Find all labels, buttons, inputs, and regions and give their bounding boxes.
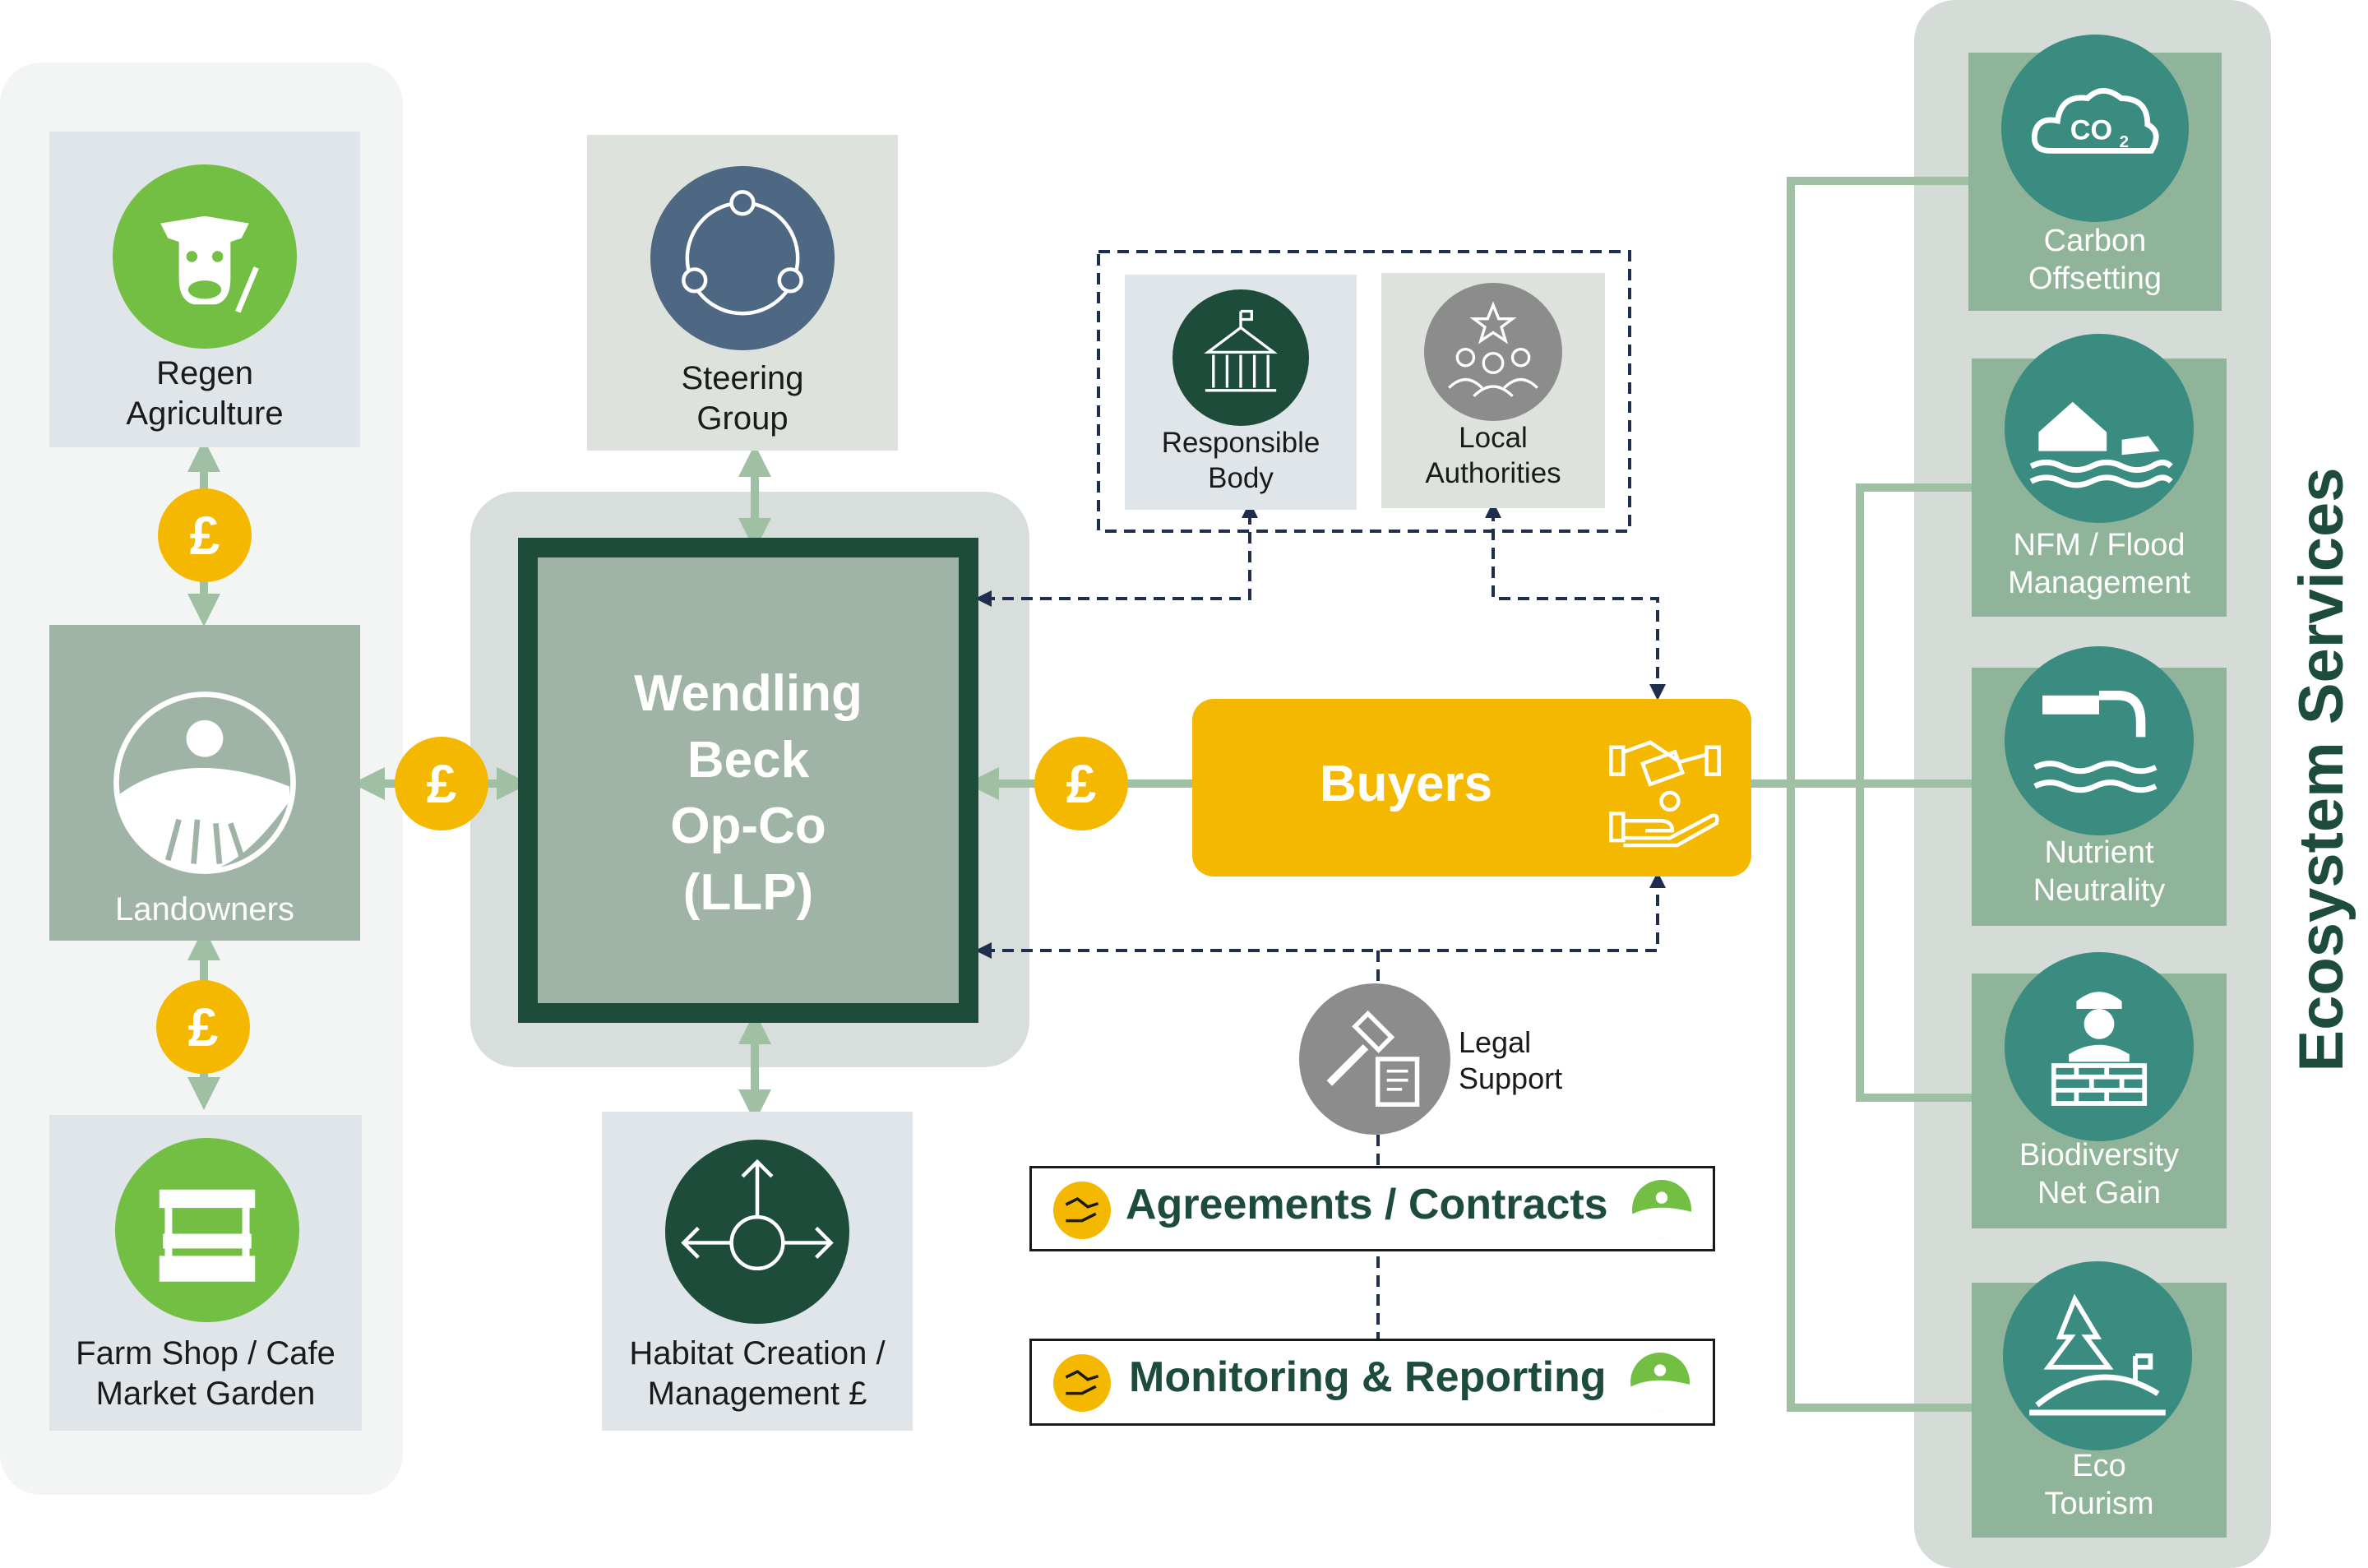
service-biodiversity: Biodiversity Net Gain bbox=[1972, 952, 2227, 1228]
government-building-icon bbox=[1172, 289, 1309, 426]
market-stall-icon bbox=[115, 1138, 299, 1322]
builder-icon bbox=[2005, 952, 2194, 1141]
opco-node: Wendling Beck Op-Co (LLP) bbox=[518, 538, 978, 1023]
monitoring-label: Monitoring & Reporting bbox=[1129, 1353, 1607, 1401]
forest-hill-icon bbox=[2003, 1261, 2192, 1450]
agreements-banner: Agreements / Contracts bbox=[1029, 1166, 1715, 1251]
community-icon bbox=[1424, 283, 1562, 421]
svg-text:2: 2 bbox=[2120, 132, 2129, 151]
landscape-badge-icon bbox=[1632, 1180, 1691, 1239]
pound-coin-farmshop: £ bbox=[156, 980, 250, 1074]
local-authorities-label: Local Authorities bbox=[1425, 422, 1561, 489]
people-circle-icon bbox=[650, 166, 835, 350]
habitat-label: Habitat Creation / Management £ bbox=[629, 1335, 886, 1412]
habitat-node: Habitat Creation / Management £ bbox=[602, 1112, 913, 1431]
landowners-label: Landowners bbox=[115, 891, 294, 927]
service-ecotourism-label: Eco Tourism bbox=[2044, 1449, 2154, 1522]
service-nutrient-label: Nutrient Neutrality bbox=[2033, 835, 2166, 909]
agreements-label: Agreements / Contracts bbox=[1126, 1181, 1608, 1228]
landscape-badge-icon bbox=[1630, 1353, 1690, 1412]
opco-label: Wendling Beck Op-Co (LLP) bbox=[634, 665, 863, 921]
farm-shop-label: Farm Shop / Cafe Market Garden bbox=[76, 1335, 335, 1412]
regen-agriculture-node: Regen Agriculture bbox=[49, 132, 360, 447]
authorities-dashed-group bbox=[1097, 250, 1631, 533]
handshake-coin-icon bbox=[1053, 1182, 1111, 1239]
legal-support-label: Legal Support bbox=[1459, 1025, 1563, 1095]
water-pipe-icon bbox=[2005, 646, 2194, 835]
cow-icon bbox=[113, 164, 297, 349]
steering-group-node: Steering Group bbox=[587, 135, 898, 451]
co2-cloud-icon: CO 2 bbox=[2001, 35, 2189, 222]
ecosystem-services-title: Ecosystem Services bbox=[2286, 457, 2360, 1082]
svg-text:CO: CO bbox=[2070, 115, 2112, 146]
flood-house-icon bbox=[2005, 334, 2194, 523]
steering-group-label: Steering Group bbox=[681, 360, 804, 437]
service-flood: NFM / Flood Management bbox=[1972, 334, 2227, 617]
gavel-icon bbox=[1299, 983, 1450, 1135]
landowners-node: Landowners bbox=[49, 625, 360, 941]
landscape-icon bbox=[113, 691, 296, 874]
flood-bracket bbox=[1856, 483, 1973, 1102]
service-flood-label: NFM / Flood Management bbox=[2008, 528, 2190, 601]
handshake-icon bbox=[1609, 740, 1721, 848]
regen-agriculture-label: Regen Agriculture bbox=[126, 355, 284, 432]
ecosystem-services-title-text: Ecosystem Services bbox=[2287, 467, 2356, 1072]
pound-coin-regen: £ bbox=[158, 488, 252, 582]
buyers-label: Buyers bbox=[1319, 756, 1493, 812]
money-flow-icon bbox=[665, 1140, 849, 1324]
monitoring-banner: Monitoring & Reporting bbox=[1029, 1339, 1715, 1426]
service-carbon: CO 2 Carbon Offsetting bbox=[1968, 35, 2222, 311]
opco-responsible-link bbox=[975, 502, 1258, 607]
local-authorities-node: Local Authorities bbox=[1381, 273, 1605, 508]
service-nutrient: Nutrient Neutrality bbox=[1972, 646, 2227, 926]
handshake-coin-icon bbox=[1053, 1354, 1111, 1412]
pound-coin-buyers: £ bbox=[1034, 737, 1128, 830]
local-buyers-link bbox=[1485, 502, 1666, 701]
opco-buyers-lower-link bbox=[975, 872, 1666, 959]
pound-coin-landowners: £ bbox=[395, 737, 488, 830]
service-carbon-label: Carbon Offsetting bbox=[2028, 224, 2162, 297]
responsible-body-node: Responsible Body bbox=[1125, 275, 1357, 510]
buyers-node: Buyers bbox=[1192, 699, 1751, 877]
responsible-body-label: Responsible Body bbox=[1161, 427, 1320, 494]
farm-shop-node: Farm Shop / Cafe Market Garden bbox=[49, 1115, 362, 1431]
service-biodiversity-label: Biodiversity Net Gain bbox=[2019, 1138, 2180, 1211]
carbon-bracket bbox=[1787, 177, 1973, 1412]
service-ecotourism: Eco Tourism bbox=[1972, 1261, 2227, 1538]
